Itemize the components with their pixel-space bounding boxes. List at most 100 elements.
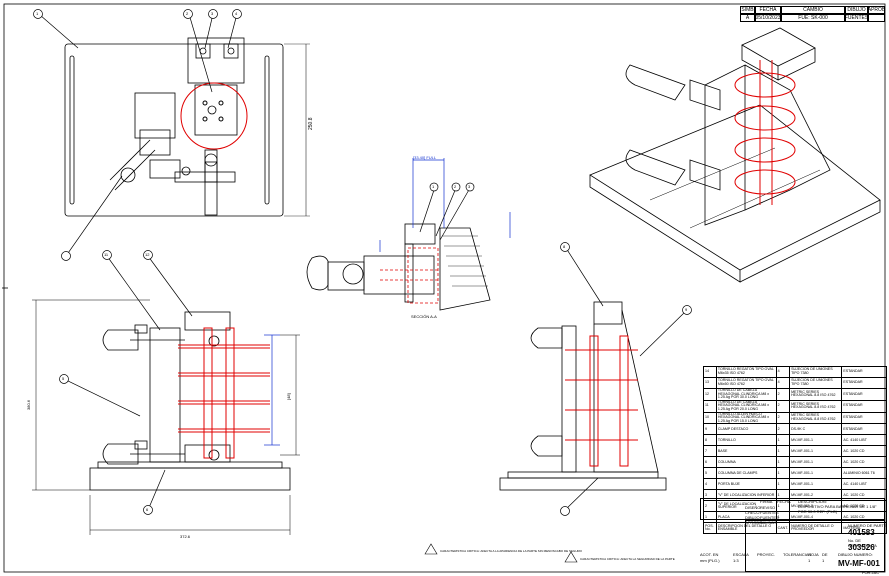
bom-cell: TORNILLO DE CABEZA HEXAGONAL CLINDRICA M… (715, 388, 777, 401)
bom-cell: AC. 4140 LIBT (841, 478, 887, 491)
role-checo: CHECO (745, 510, 760, 515)
bom-cell: MV-MF-001-1 (789, 445, 843, 458)
bom-cell: 6 (703, 456, 717, 469)
rev-header-simb: SIMB (740, 6, 755, 14)
bom-cell: MATERIAL (841, 522, 887, 535)
bom-cell: 1 (775, 478, 791, 491)
bom-cell: 2 (775, 411, 791, 425)
side-balloon-8: 8 (563, 244, 566, 249)
form-number: FOR-16C (862, 570, 880, 575)
bom-cell: MV-MF-001-1 (789, 456, 843, 469)
front-inner-dim: [48] (286, 393, 291, 400)
bom-cell: 4 (775, 366, 791, 378)
bom-cell: ESTANDAR (841, 388, 887, 401)
rev-header-fecha: FECHA (755, 6, 781, 14)
bom-cell: DESCRIPCION DEL DETALLE O ENSAMBLE (715, 522, 777, 535)
bom-cell: 2 (775, 423, 791, 436)
proyec-label: PROYEC. (757, 552, 776, 557)
bom-cell: DS-9K C (789, 423, 843, 436)
tool-no-label: No. DE HERRAMIENTA (848, 538, 877, 548)
bom-cell: ESTANDAR (841, 366, 887, 378)
section-width-dim: [33.40] FULL (413, 155, 437, 160)
balloon-4: 4 (235, 11, 238, 16)
section-view (306, 223, 491, 311)
bom-cell: POS. No. (703, 522, 717, 535)
bom-cell: COLUMNA DE CLAMPS (715, 467, 777, 480)
part-no: 401583 (848, 528, 875, 537)
front-height-dim: 380.6 (26, 399, 31, 410)
bom-cell: ESTANDAR (841, 399, 887, 413)
bom-cell: TORNILLO REGATON TIPO OVAL M6x50 ISO 476… (715, 377, 777, 389)
section-balloon-1: 1 (432, 184, 435, 189)
hoja-label: HOJA (808, 552, 819, 557)
bom-cell: METRIC SERIES HEXAGONAL 8.8 ISO 4762 (789, 399, 843, 413)
side-balloon-9: 9 (685, 307, 688, 312)
rev-header-aprob: APROB (867, 6, 886, 14)
role-diseno: DISEÑO (745, 505, 761, 510)
role-dibujo: DIBUJO (745, 515, 760, 520)
name-4: SALINAS (760, 520, 777, 525)
bom-cell: CLAMP DESTACO (715, 423, 777, 436)
de-value: 1 (822, 558, 825, 563)
bom-cell: 1 (775, 456, 791, 469)
name-2: FUENTES (760, 510, 779, 515)
bom-cell: TORNILLO (715, 434, 777, 447)
top-view (64, 37, 284, 217)
front-view (89, 311, 291, 491)
description-label: DESCRIPCION: (798, 499, 827, 504)
description-text: DISPOSITIVO PARA BARRENAR DE 1 1/8" POR … (798, 504, 877, 514)
rev-aprob (868, 14, 885, 22)
escala-value: 1:3 (733, 558, 739, 563)
bom-cell: 5 (703, 467, 717, 480)
bom-cell: 1 (775, 434, 791, 447)
section-balloon-3: 3 (468, 184, 471, 189)
role-aprobo: APROBO (745, 520, 763, 525)
notes (424, 543, 578, 563)
front-balloon-12: 12 (145, 252, 150, 257)
rev-cambio: FUE: SK-000 (781, 14, 845, 22)
bom-cell: PORTA BUJE (715, 478, 777, 491)
bom-cell: TORNILLO DE CABEZA HEXAGONAL CLINDRICA M… (715, 399, 777, 413)
front-balloon-11: 11 (104, 252, 109, 257)
de-label: DE (822, 552, 828, 557)
dwg-no-label: DIBUJO NUMERO: (838, 552, 873, 557)
front-balloon-6: 6 (146, 507, 149, 512)
bom-cell: SUJECION DE UNIONES TIPO 7380 (789, 366, 843, 378)
bom-cell: 4 (775, 377, 791, 389)
tool-no: 303526 (848, 543, 875, 552)
bom-cell: 1 (775, 445, 791, 458)
bom-cell: 2 (775, 388, 791, 401)
bom-cell: 2 (775, 399, 791, 413)
bom-cell: AC. 4140 LIBT (841, 434, 887, 447)
balloon-3: 3 (211, 11, 214, 16)
name-1: REVISO (760, 505, 776, 510)
bom-cell: 1 (775, 467, 791, 480)
name-3: FUENTES (760, 515, 779, 520)
section-balloon-2: 2 (454, 184, 457, 189)
bom-cell: 13 (703, 377, 717, 389)
dwg-no: MV-MF-001 (838, 559, 880, 568)
rev-fecha: 05/10/2023 (755, 14, 781, 22)
bom-cell: METRIC SERIES HEXAGONAL 8.8 ISO 4762 (789, 388, 843, 401)
bom-cell: BASE (715, 445, 777, 458)
front-balloon-5: 5 (62, 376, 65, 381)
bom-cell: MV-MF-001-1 (789, 478, 843, 491)
bom-cell: ESTANDAR (841, 377, 887, 389)
top-height-dim: 250.8 (308, 117, 314, 130)
bom-cell: 10 (703, 411, 717, 425)
side-view (499, 301, 667, 491)
balloon-1: 1 (36, 11, 39, 16)
bom-cell: TORNILLO ALLEN HUECO HEXAGONAL CLINDRICA… (715, 411, 777, 425)
bom-cell: 7 (703, 445, 717, 458)
rev-simb: A (740, 14, 755, 22)
part-no-label: NUMERO DE PARTE (848, 523, 887, 528)
note-1: CARACTERISTICA CRITICA: AFECTA A LA APAR… (440, 549, 583, 553)
rev-header-cambio: CAMBIO (781, 6, 845, 14)
